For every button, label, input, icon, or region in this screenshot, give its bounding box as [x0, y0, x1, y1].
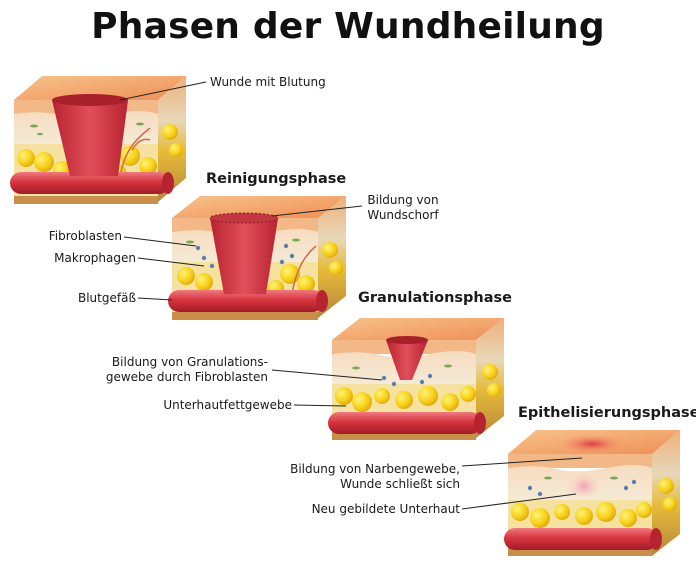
- wound-opening: [386, 336, 428, 344]
- skin-block-wound: [10, 76, 186, 204]
- vessel-end: [162, 172, 174, 194]
- wound-opening: [52, 94, 128, 106]
- label-granulation-line1: Bildung von Granulations-: [111, 355, 268, 369]
- label-wundschorf: Bildung von Wundschorf: [358, 193, 448, 223]
- fat-cells: [177, 242, 343, 296]
- label-makrophagen: Makrophagen: [54, 251, 136, 265]
- label-blutgefaess: Blutgefäß: [77, 291, 136, 305]
- block-base: [508, 548, 652, 556]
- phase-title-epithel: Epithelisierungsphase: [518, 405, 696, 421]
- leader-narben: [461, 457, 583, 467]
- capillary: [291, 245, 317, 295]
- leader-unterhautfett: [293, 404, 347, 407]
- vessel-end: [316, 290, 328, 312]
- blood-vessel: [328, 412, 482, 434]
- leader-lines: [119, 81, 583, 510]
- leader-granulation: [271, 369, 383, 381]
- epidermis-layer: [508, 454, 652, 468]
- block-base: [14, 196, 158, 204]
- scar: [558, 434, 626, 454]
- vessel-end: [474, 412, 486, 434]
- skin-block-epithelial: [504, 430, 680, 556]
- label-unterhautfett: Unterhautfettgewebe: [163, 398, 292, 412]
- epidermis-top: [14, 76, 186, 100]
- leader-makrophagen: [137, 257, 205, 267]
- label-wundschorf-line1: Bildung von: [367, 193, 439, 207]
- fat-cells: [511, 478, 677, 528]
- label-granulationsgewebe: Bildung von Granulations- gewebe durch F…: [80, 355, 268, 385]
- immune-cells: [186, 238, 300, 269]
- phase-title-reinigung: Reinigungsphase: [206, 171, 347, 187]
- label-wunde: Wunde mit Blutung: [210, 75, 326, 89]
- wound: [386, 340, 428, 380]
- page-title: Phasen der Wundheilung: [91, 6, 605, 47]
- block-base: [172, 312, 318, 320]
- scab: [209, 212, 279, 224]
- new-tissue: [566, 472, 602, 500]
- label-narben-line2: Wunde schließt sich: [340, 477, 460, 491]
- skin-block-granulation: [328, 318, 504, 440]
- leader-schorf: [271, 205, 363, 217]
- block-base: [332, 432, 476, 440]
- label-narbengewebe: Bildung von Narbengewebe, Wunde schließt…: [270, 462, 460, 492]
- wound: [210, 218, 278, 294]
- capillary: [119, 127, 151, 177]
- skin-block-cleaning: [168, 196, 346, 320]
- epidermis-top: [332, 318, 504, 340]
- leader-fibroblasten: [123, 236, 197, 247]
- cells: [527, 476, 637, 497]
- blood-vessel: [10, 172, 170, 194]
- blood-vessel: [168, 290, 324, 312]
- blood-vessel: [504, 528, 658, 550]
- leader-wunde: [119, 81, 207, 101]
- label-neu-unterhaut: Neu gebildete Unterhaut: [311, 502, 460, 516]
- cells: [30, 122, 144, 136]
- phase-title-granulation: Granulationsphase: [358, 290, 513, 306]
- fat-cells: [17, 124, 183, 180]
- wound: [52, 100, 128, 176]
- label-granulation-line2: gewebe durch Fibroblasten: [105, 370, 268, 384]
- fibroblasts: [352, 364, 452, 387]
- vessel-end: [650, 528, 662, 550]
- leader-blutgefaess: [137, 297, 173, 301]
- label-narben-line1: Bildung von Narbengewebe,: [290, 462, 460, 476]
- label-fibroblasten: Fibroblasten: [48, 229, 122, 243]
- fat-cells: [335, 364, 501, 412]
- leader-neu-unterhaut: [461, 493, 577, 510]
- label-wundschorf-line2: Wundschorf: [367, 208, 439, 222]
